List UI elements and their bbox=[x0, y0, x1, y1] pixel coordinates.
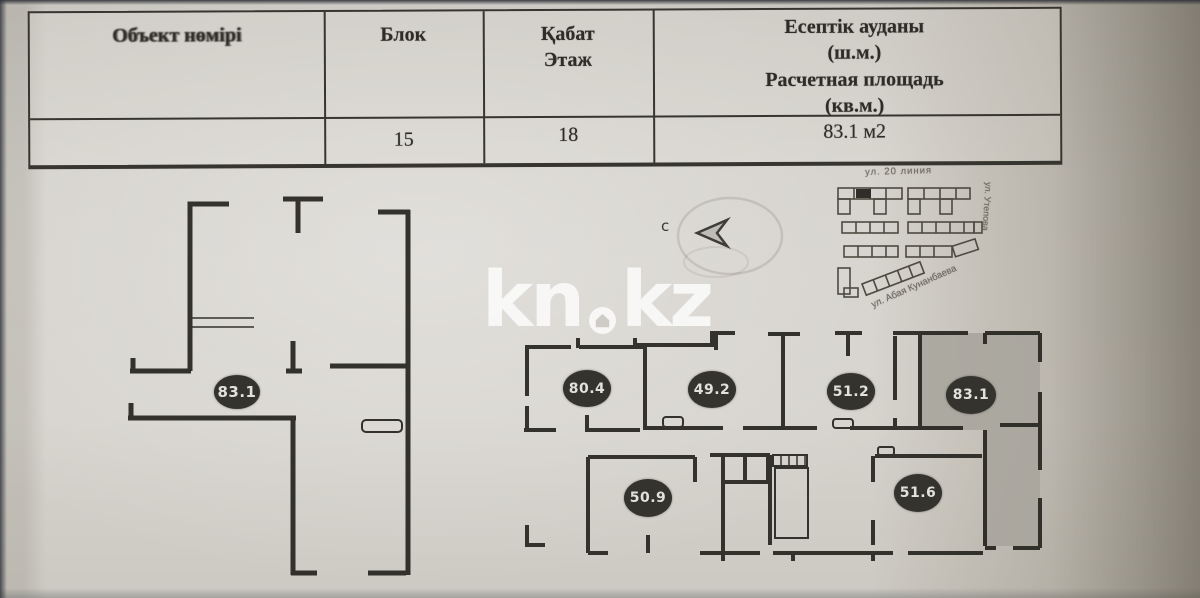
north-label: с bbox=[661, 217, 670, 235]
left-apartment-plan bbox=[128, 196, 411, 576]
area-badge: 50.9 bbox=[624, 479, 672, 517]
area-badge-highlighted-unit: 83.1 bbox=[946, 376, 996, 414]
house-icon bbox=[589, 306, 617, 334]
area-badge-left-unit: 83.1 bbox=[214, 375, 260, 409]
north-arrow-icon bbox=[693, 216, 731, 250]
site-plan-map bbox=[837, 187, 983, 298]
knkz-watermark: kn kz bbox=[482, 256, 714, 345]
street-label-top: ул. 20 линия bbox=[864, 165, 933, 178]
area-badge: 80.4 bbox=[563, 370, 611, 407]
stamp-outline bbox=[676, 196, 784, 278]
area-badge: 51.6 bbox=[894, 474, 942, 512]
area-badge: 49.2 bbox=[688, 371, 736, 408]
highlighted-unit-region bbox=[920, 333, 1040, 546]
area-badge: 51.2 bbox=[827, 373, 875, 410]
watermark-kz: kz bbox=[621, 256, 714, 345]
watermark-kn: kn bbox=[482, 256, 585, 345]
right-floor-plan bbox=[524, 331, 1042, 561]
